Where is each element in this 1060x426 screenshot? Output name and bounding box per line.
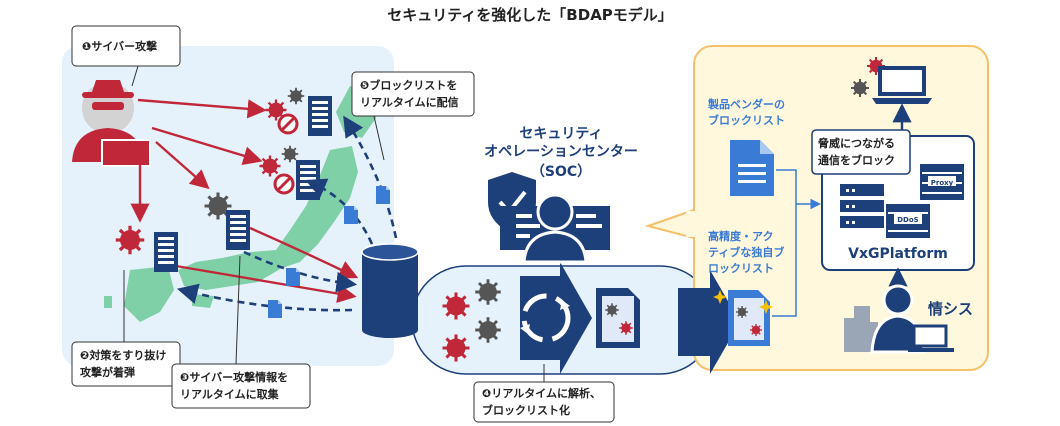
vendor-label-1: 製品ベンダーの — [707, 97, 785, 111]
block-callout — [811, 129, 911, 175]
proxy-firewall-icon — [920, 164, 964, 200]
page-title: セキュリティを強化した「BDAPモデル」 — [387, 6, 673, 24]
callout-step1-text: ❶サイバー攻撃 — [82, 39, 157, 53]
blocked-target-1 — [264, 86, 332, 136]
callout-step3 — [171, 363, 311, 409]
callout-step5 — [351, 71, 475, 117]
it-team-label: 情シス — [928, 300, 973, 318]
hacker-icon — [72, 80, 151, 167]
feed-lines — [772, 169, 821, 317]
protected-pc-icon — [849, 55, 932, 104]
callout-step3-text-2: リアルタイムに取集 — [180, 387, 280, 401]
it-team-icon — [844, 284, 954, 354]
pointer-cover — [686, 211, 698, 237]
soc-label-3: （SOC） — [531, 164, 591, 180]
callout-step4-text-1: ❹リアルタイムに解析、 — [482, 386, 601, 400]
proxy-label: Proxy — [931, 179, 954, 187]
collection-flows — [176, 115, 398, 312]
database-icon — [361, 243, 419, 338]
soc-label-2: オペレーションセンター — [484, 144, 638, 160]
soc-operator-icon — [488, 172, 610, 264]
vendor-label-2: ブロックリスト — [708, 113, 785, 127]
callout-step4-text-2: ブロックリスト化 — [482, 403, 570, 417]
callout-step5-text-1: ❺ブロックリストを — [360, 78, 457, 92]
vendor-blocklist-icon — [730, 140, 774, 196]
callout-step2-text-1: ❷対策をすり抜け — [80, 348, 166, 362]
ddos-label: DDoS — [897, 216, 918, 224]
block-label-1: 脅威につながる — [817, 136, 895, 150]
attack-arrows — [130, 98, 359, 304]
server-icon — [840, 184, 884, 228]
ddos-firewall-icon — [886, 204, 930, 238]
soc-label-1: セキュリティ — [519, 126, 602, 142]
own-label-3: ロックリスト — [708, 262, 774, 275]
own-label-1: 高精度・アク — [708, 229, 773, 243]
callout-step1 — [71, 25, 181, 67]
panel-pointer — [644, 209, 695, 239]
callout-step2-text-2: 攻撃が着弾 — [80, 365, 135, 379]
block-label-2: 通信をブロック — [818, 153, 895, 167]
blocked-target-2 — [258, 144, 320, 200]
generated-blocklist-icon — [596, 288, 640, 348]
callout-step3-leader — [235, 255, 241, 365]
vxgplatform-label: VxGPlatform — [848, 246, 948, 262]
callout-step5-leader — [373, 115, 385, 161]
own-label-2: ティブな独自ブ — [708, 245, 784, 259]
callout-step1-leader — [131, 65, 139, 87]
analysis-arrow-icon — [520, 262, 592, 374]
own-blocklist-icon — [713, 290, 773, 346]
callout-step3-text-1: ❸サイバー攻撃情報を — [180, 370, 288, 384]
callout-step5-text-2: リアルタイムに配信 — [360, 95, 459, 109]
